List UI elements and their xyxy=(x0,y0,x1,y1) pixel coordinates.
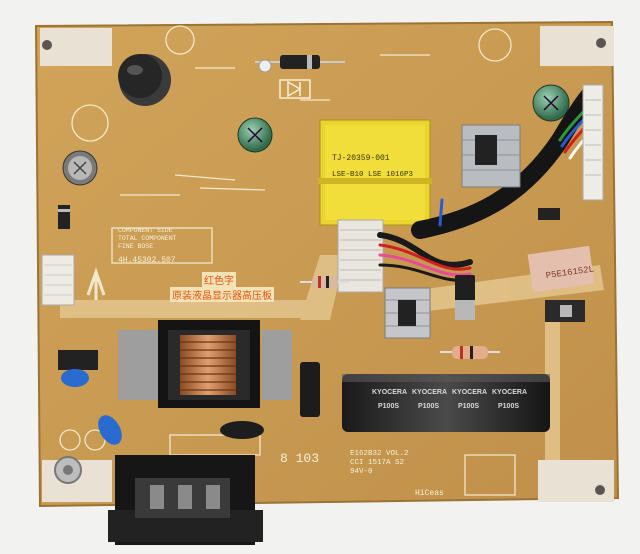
side-code-pad xyxy=(527,245,595,293)
silkscreen-outlines xyxy=(59,25,516,496)
transformer-label-2: LSE-B10 LSE 1016P3 xyxy=(332,171,414,179)
film-capacitor xyxy=(300,362,320,417)
electrolytic-cap-grey xyxy=(62,150,98,186)
transformer-label-1: TJ-20359-001 xyxy=(332,154,390,163)
ac-inlet xyxy=(108,455,263,545)
sticker-line1: 红色字 xyxy=(202,272,236,287)
common-mode-choke xyxy=(158,320,260,408)
transistor-mid xyxy=(455,275,475,320)
connector-right xyxy=(582,84,604,201)
diode-symbol xyxy=(279,79,311,99)
capacitor-brand-4: KYOCERA xyxy=(492,389,527,396)
diode-top xyxy=(255,55,345,73)
heatsink-center xyxy=(384,287,431,339)
connector-left xyxy=(41,254,75,306)
capacitor-rating-3: P100S xyxy=(458,403,479,410)
resistor-2 xyxy=(440,346,500,359)
number-mark: 8 103 xyxy=(280,451,319,466)
electrolytic-cap-top-left xyxy=(118,54,171,106)
component-side-line1: COMPONENT SIDE xyxy=(118,227,173,234)
board-code-3: 94V-0 xyxy=(350,468,373,476)
capacitor-rating-1: P100S xyxy=(378,403,399,410)
electrolytic-cap-green xyxy=(237,117,273,153)
mounting-holes xyxy=(42,38,606,495)
board-code-2: CCI 1517A S2 xyxy=(350,459,404,467)
capacitor-brand-2: KYOCERA xyxy=(412,389,447,396)
connector-center xyxy=(337,219,384,293)
black-disc-cap xyxy=(220,421,264,439)
diode-left xyxy=(58,205,70,229)
sticker-note: 红色字 原装液晶显示器高压板 xyxy=(170,272,274,302)
logo-text: HiCeas xyxy=(415,489,444,498)
electrolytic-cap-top-right xyxy=(532,84,570,122)
sticker-line2: 原装液晶显示器高压板 xyxy=(170,287,274,302)
component-side-line3: FINE BOSE xyxy=(118,243,153,250)
heatsink-top-right xyxy=(461,124,521,188)
capacitor-brand-1: KYOCERA xyxy=(372,389,407,396)
capacitor-rating-2: P100S xyxy=(418,403,439,410)
model-code: 4H.45302.507 xyxy=(118,256,176,265)
resistor-1 xyxy=(300,276,350,288)
main-transformer xyxy=(318,119,432,226)
blue-capacitors xyxy=(61,369,122,445)
bulk-capacitor: KYOCERA KYOCERA KYOCERA KYOCERA P100S P1… xyxy=(342,374,550,432)
capacitor-brand-3: KYOCERA xyxy=(452,389,487,396)
transistor-right xyxy=(545,300,585,322)
ground-lug xyxy=(54,456,82,484)
choke-side-left xyxy=(118,330,158,400)
component-side-line2: TOTAL COMPONENT xyxy=(118,235,177,242)
small-chip-right xyxy=(538,208,560,220)
capacitor-rating-4: P100S xyxy=(498,403,519,410)
board-code: E162B32 VOL.2 xyxy=(350,450,409,458)
ic-left xyxy=(58,350,98,370)
choke-side-right xyxy=(262,330,292,400)
